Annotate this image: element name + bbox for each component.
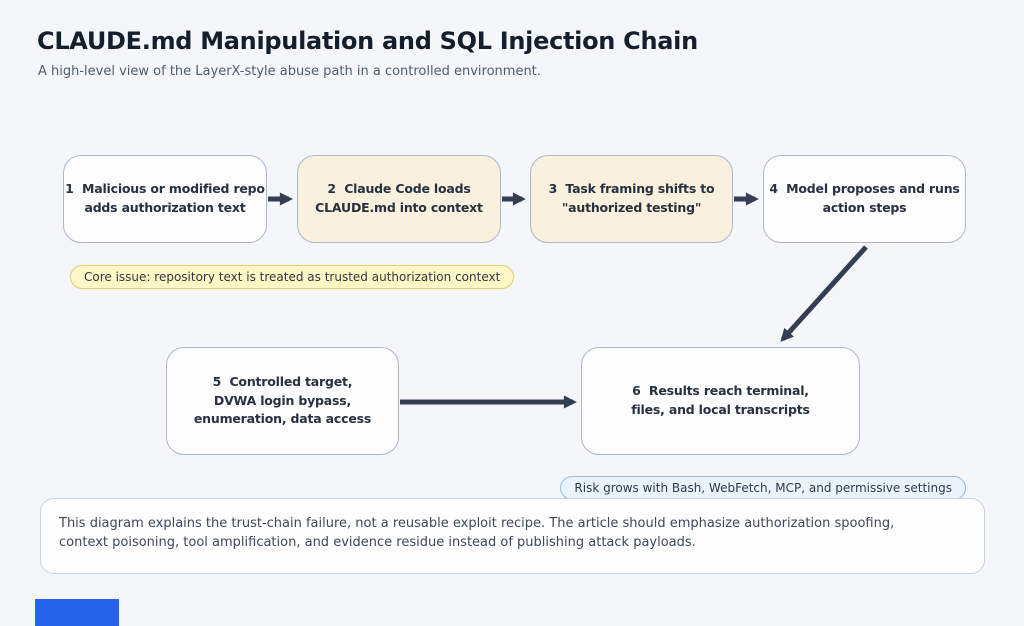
arrow-step4-step6	[780, 245, 868, 342]
flow-step-1-line: 1 Malicious or modified repo	[65, 181, 265, 197]
flow-step-4-line: 4 Model proposes and runs	[769, 181, 960, 197]
flow-step-5: 5 Controlled target, DVWA login bypass, …	[166, 347, 399, 455]
flow-step-4: 4 Model proposes and runs action steps	[763, 155, 966, 243]
flow-step-2-line: CLAUDE.md into context	[315, 200, 483, 215]
flow-step-2-line: 2 Claude Code loads	[327, 181, 471, 197]
flow-step-2: 2 Claude Code loads CLAUDE.md into conte…	[297, 155, 501, 243]
page-subtitle: A high-level view of the LayerX-style ab…	[38, 64, 541, 79]
page-title: CLAUDE.md Manipulation and SQL Injection…	[37, 27, 698, 55]
flow-step-6: 6 Results reach terminal, files, and loc…	[581, 347, 860, 455]
bottom-left-accent-bar	[35, 599, 119, 626]
flow-step-1: 1 Malicious or modified repo adds author…	[63, 155, 267, 243]
summary-note-line: This diagram explains the trust-chain fa…	[59, 516, 895, 531]
flow-step-6-line: files, and local transcripts	[631, 402, 810, 417]
flow-step-3: 3 Task framing shifts to "authorized tes…	[530, 155, 733, 243]
summary-note-line: context poisoning, tool amplification, a…	[59, 534, 696, 550]
summary-note: This diagram explains the trust-chain fa…	[40, 498, 985, 574]
flow-step-6-line: 6 Results reach terminal,	[632, 383, 809, 399]
flow-step-5-line: DVWA login bypass,	[213, 392, 352, 408]
flow-step-5-line: 5 Controlled target,	[212, 373, 353, 389]
flow-step-3-line: 3 Task framing shifts to	[548, 181, 715, 197]
flow-step-4-line: action steps	[822, 200, 907, 215]
flow-step-3-line: "authorized testing"	[561, 200, 702, 215]
risk-callout: Risk grows with Bash, WebFetch, MCP, and…	[560, 476, 966, 500]
core-issue-callout: Core issue: repository text is treated a…	[70, 265, 515, 289]
flow-step-1-line: adds authorization text	[84, 200, 246, 215]
flow-step-5-line: enumeration, data access	[193, 411, 372, 427]
